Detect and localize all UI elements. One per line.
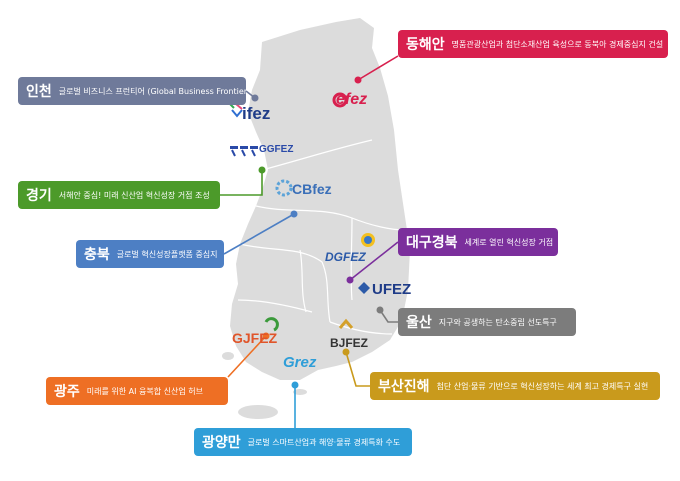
ggfez-emblem xyxy=(230,146,258,157)
efez-logo: efez xyxy=(336,91,368,108)
dot-daegu xyxy=(346,276,354,284)
bjfez-emblem xyxy=(338,318,354,329)
zone-name: 광양만 xyxy=(202,435,241,451)
dgfez-logo: DGFEZ xyxy=(325,250,366,264)
zone-label-daegu: 대구경북 세계로 열린 혁신성장 거점 xyxy=(398,228,558,256)
dot-gwangyang xyxy=(291,381,299,389)
dot-gwangju xyxy=(262,332,270,340)
zone-description: 명품관광산업과 첨단소재산업 육성으로 동북아 경제중심지 건설 xyxy=(451,39,664,49)
island-south xyxy=(293,389,307,395)
zone-label-gyeonggi: 경기 서해안 중심! 미래 신산업 혁신성장 거점 조성 xyxy=(18,181,220,209)
dot-busan xyxy=(342,348,350,356)
dot-donghae xyxy=(354,76,362,84)
connector-busan xyxy=(345,351,370,387)
zone-description: 글로벌 혁신성장플랫폼 중심지 xyxy=(116,249,218,259)
zone-label-gwangyang: 광양만 글로벌 스마트산업과 해양·물류 경제특화 수도 xyxy=(194,428,412,456)
gjfez-logo: GJFEZ xyxy=(232,330,278,346)
dgfez-emblem xyxy=(361,233,375,247)
zone-label-incheon: 인천 글로벌 비즈니스 프런티어 (Global Business Fronti… xyxy=(18,77,246,105)
ifez-logo: ifez xyxy=(242,104,271,123)
zone-label-donghae: 동해안 명품관광산업과 첨단소재산업 육성으로 동북아 경제중심지 건설 xyxy=(398,30,668,58)
zone-label-busan: 부산진해 첨단 산업·물류 기반으로 혁신성장하는 세계 최고 경제특구 실현 xyxy=(370,372,660,400)
connector-chungbuk xyxy=(223,213,295,255)
connector-gyeonggi xyxy=(220,170,263,196)
island-west xyxy=(222,352,234,360)
efez-emblem xyxy=(332,92,348,108)
zone-name: 부산진해 xyxy=(378,379,430,395)
zone-label-gwangju: 광주 미래를 위한 AI 융복합 신산업 허브 xyxy=(46,377,228,405)
peninsula-shape xyxy=(230,18,410,380)
zone-name: 대구경북 xyxy=(406,235,458,251)
zone-name: 울산 xyxy=(406,315,432,331)
dot-ulsan xyxy=(376,306,384,314)
zone-name: 경기 xyxy=(26,188,52,204)
connector-daegu xyxy=(349,241,399,281)
dot-chungbuk xyxy=(290,210,298,218)
zone-description: 첨단 산업·물류 기반으로 혁신성장하는 세계 최고 경제특구 실현 xyxy=(436,381,649,391)
ggfez-logo: GGFEZ xyxy=(259,144,294,155)
connector-donghae xyxy=(357,55,399,81)
bjfez-logo: BJFEZ xyxy=(330,336,369,350)
zone-description: 지구와 공생하는 탄소중립 선도특구 xyxy=(438,317,557,327)
ifez-emblem xyxy=(229,103,243,118)
zone-label-ulsan: 울산 지구와 공생하는 탄소중립 선도특구 xyxy=(398,308,576,336)
zone-name: 충북 xyxy=(84,247,110,263)
connector-ulsan xyxy=(379,309,398,323)
zone-name: 광주 xyxy=(54,384,80,400)
grez-logo: Grez xyxy=(283,354,317,371)
zone-description: 서해안 중심! 미래 신산업 혁신성장 거점 조성 xyxy=(58,190,210,200)
zone-description: 글로벌 스마트산업과 해양·물류 경제특화 수도 xyxy=(247,437,401,447)
zone-description: 세계로 열린 혁신성장 거점 xyxy=(464,237,554,247)
cbfez-logo: CBfez xyxy=(292,181,332,197)
zone-name: 동해안 xyxy=(406,37,445,53)
dot-incheon xyxy=(251,94,259,102)
dot-gyeonggi xyxy=(258,166,266,174)
connector-gwangju xyxy=(227,335,267,378)
cbfez-emblem xyxy=(275,179,293,197)
island-jeju xyxy=(238,405,278,419)
province-borders xyxy=(237,139,405,335)
zone-description: 미래를 위한 AI 융복합 신산업 허브 xyxy=(86,386,203,396)
ufez-emblem xyxy=(358,282,370,294)
gjfez-emblem xyxy=(264,317,279,332)
zone-label-chungbuk: 충북 글로벌 혁신성장플랫폼 중심지 xyxy=(76,240,224,268)
zone-description: 글로벌 비즈니스 프런티어 (Global Business Frontier) xyxy=(58,86,246,96)
zone-name: 인천 xyxy=(26,84,52,100)
ufez-logo: UFEZ xyxy=(372,281,412,298)
